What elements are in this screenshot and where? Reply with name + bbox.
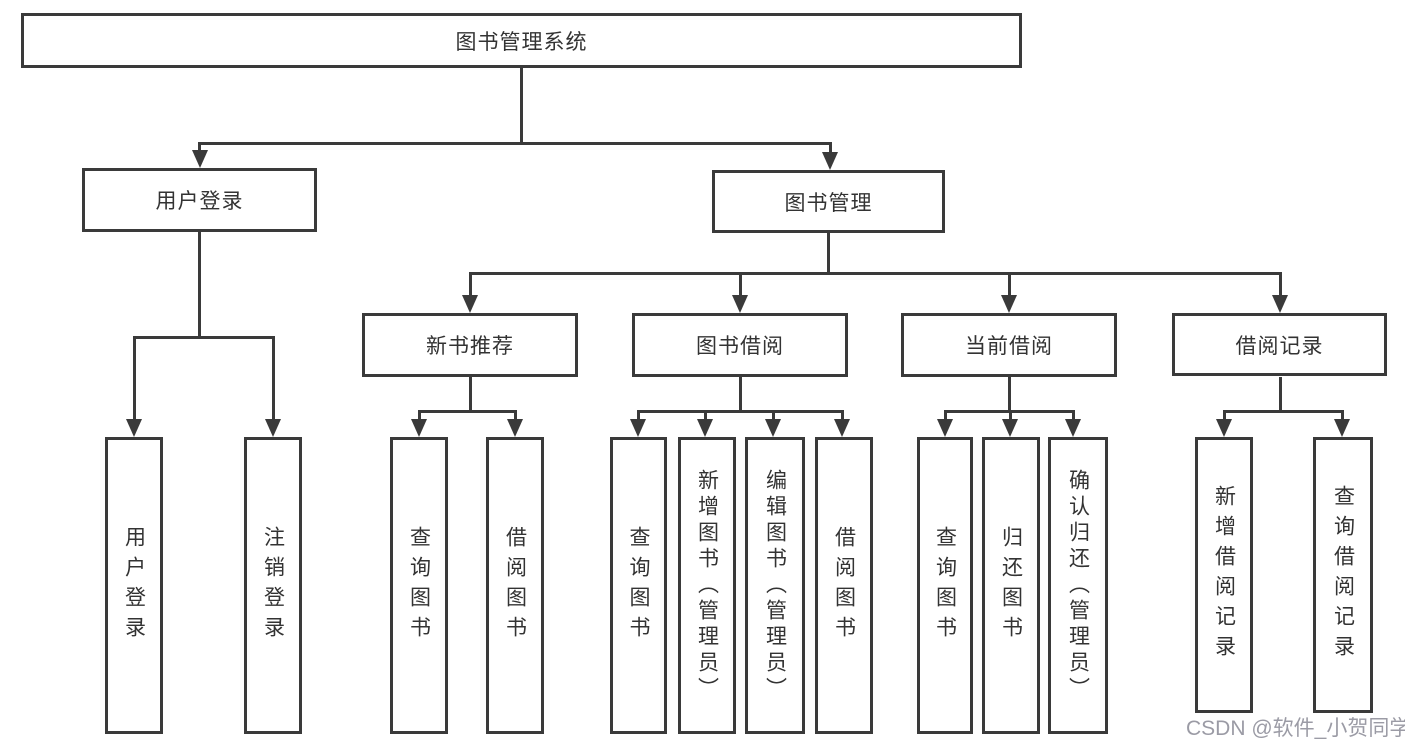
arrow-down: [1216, 419, 1232, 437]
csdn-watermark: CSDN @软件_小贺同学: [1186, 717, 1405, 740]
connector: [1072, 410, 1075, 420]
connector: [198, 142, 201, 152]
arrow-down: [822, 152, 838, 170]
connector: [133, 336, 136, 420]
arrow-down: [697, 419, 713, 437]
arrow-down: [1002, 419, 1018, 437]
leaf-add-books-admin-label: 新增图书（管理员）: [695, 468, 719, 703]
arrow-down: [1065, 419, 1081, 437]
leaf-confirm-return-admin-label: 确认归还（管理员）: [1066, 468, 1090, 703]
connector: [829, 142, 832, 154]
leaf-query-borrow-record: 查询借阅记录: [1313, 437, 1373, 713]
arrow-down: [732, 295, 748, 313]
leaf-query-books-current-label: 查询图书: [933, 525, 957, 646]
connector: [704, 410, 707, 420]
connector: [520, 68, 523, 142]
leaf-query-books-borrow: 查询图书: [610, 437, 667, 734]
connector: [514, 410, 517, 420]
leaf-borrow-books-recommend: 借阅图书: [486, 437, 544, 734]
connector: [469, 272, 472, 297]
arrow-down: [1334, 419, 1350, 437]
leaf-query-borrow-record-label: 查询借阅记录: [1331, 485, 1355, 665]
leaf-borrow-books-label: 借阅图书: [832, 525, 856, 646]
leaf-query-books-current: 查询图书: [917, 437, 973, 734]
leaf-add-books-admin: 新增图书（管理员）: [678, 437, 736, 734]
connector: [1223, 410, 1226, 420]
connector: [198, 142, 832, 145]
connector: [1009, 410, 1012, 420]
connector: [418, 410, 421, 420]
connector: [944, 410, 947, 420]
leaf-confirm-return-admin: 确认归还（管理员）: [1048, 437, 1108, 734]
arrow-down: [507, 419, 523, 437]
leaf-borrow-books: 借阅图书: [815, 437, 873, 734]
connector: [1223, 410, 1344, 413]
arrow-down: [192, 150, 208, 168]
connector: [1008, 377, 1011, 410]
connector: [827, 233, 830, 272]
node-user-login: 用户登录: [82, 168, 317, 232]
arrow-down: [411, 419, 427, 437]
connector: [272, 336, 275, 420]
arrow-down: [126, 419, 142, 437]
connector: [469, 377, 472, 410]
leaf-logout-label: 注销登录: [261, 525, 285, 646]
connector: [1008, 272, 1011, 297]
leaf-return-books-label: 归还图书: [999, 525, 1023, 646]
leaf-edit-books-admin: 编辑图书（管理员）: [745, 437, 805, 734]
connector: [1341, 410, 1344, 420]
node-new-book-recommendation: 新书推荐: [362, 313, 578, 377]
leaf-query-books-recommend-label: 查询图书: [407, 525, 431, 646]
leaf-query-books-borrow-label: 查询图书: [627, 525, 650, 646]
leaf-user-login: 用户登录: [105, 437, 163, 734]
connector: [841, 410, 844, 420]
node-book-management: 图书管理: [712, 170, 945, 233]
connector: [637, 410, 844, 413]
arrow-down: [462, 295, 478, 313]
arrow-down: [765, 419, 781, 437]
node-book-borrowing: 图书借阅: [632, 313, 848, 377]
connector: [1279, 272, 1282, 297]
arrow-down: [630, 419, 646, 437]
node-borrowing-records: 借阅记录: [1172, 313, 1387, 376]
leaf-user-login-label: 用户登录: [122, 525, 146, 646]
connector: [198, 232, 201, 336]
arrow-down: [834, 419, 850, 437]
node-current-borrowing: 当前借阅: [901, 313, 1117, 377]
leaf-return-books: 归还图书: [982, 437, 1040, 734]
connector: [1279, 377, 1282, 410]
leaf-query-books-recommend: 查询图书: [390, 437, 448, 734]
connector: [739, 377, 742, 410]
arrow-down: [1001, 295, 1017, 313]
leaf-edit-books-admin-label: 编辑图书（管理员）: [763, 468, 787, 703]
connector: [418, 410, 517, 413]
connector: [133, 336, 274, 339]
connector: [469, 272, 1282, 275]
leaf-add-borrow-record-label: 新增借阅记录: [1212, 485, 1236, 665]
connector: [637, 410, 640, 420]
node-library-management-system: 图书管理系统: [21, 13, 1022, 68]
arrow-down: [937, 419, 953, 437]
leaf-borrow-books-recommend-label: 借阅图书: [503, 525, 527, 646]
leaf-logout: 注销登录: [244, 437, 302, 734]
leaf-add-borrow-record: 新增借阅记录: [1195, 437, 1253, 713]
arrow-down: [1272, 295, 1288, 313]
arrow-down: [265, 419, 281, 437]
connector: [772, 410, 775, 420]
connector: [739, 272, 742, 297]
